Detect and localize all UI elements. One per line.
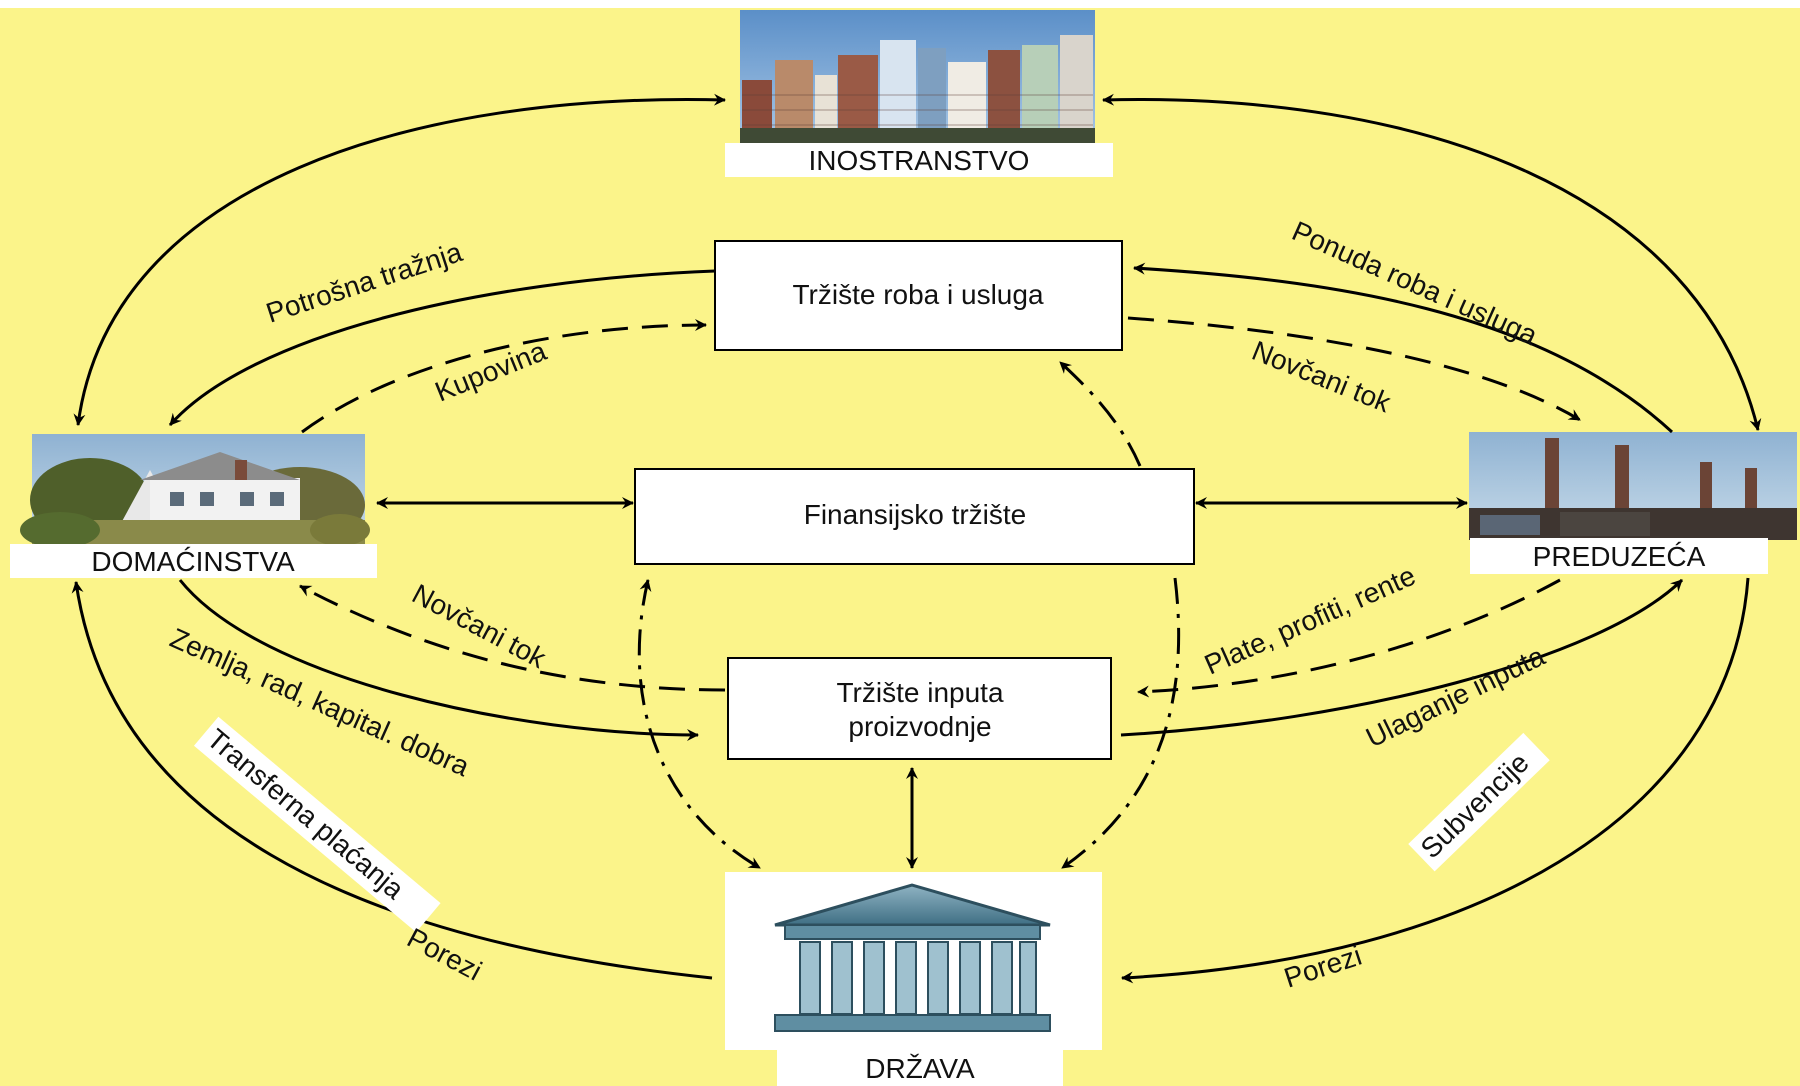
goods-market-label: Tržište roba i usluga [792,279,1043,310]
state-label: DRŽAVA [865,1053,975,1084]
state-label-box [777,1050,1063,1086]
input-market-label-1: Tržište inputa [836,677,1003,708]
arrow-financial-state-left [637,579,761,870]
financial-flow-arrows [637,360,1181,870]
arrow-input-investment [1120,578,1684,737]
arrow-firms-state [1121,577,1750,984]
arrow-foreign-households [73,93,726,426]
arrow-consumer-demand [168,269,716,426]
firms-label: PREDUZEĆA [1533,541,1706,572]
foreign-label-box [725,143,1113,177]
households-label-box [10,544,377,578]
arrow-wages-profits [1137,578,1561,698]
arrow-financial-goods [1058,360,1142,467]
households-label: DOMAĆINSTVA [91,546,295,577]
arrow-state-households [71,581,713,980]
house-icon [20,434,370,548]
arrow-purchase [301,319,707,434]
arrow-financial-state-right [1061,577,1181,870]
goods-market-box [714,240,1123,351]
government-building-icon [725,872,1102,1050]
money-flow-arrows [299,316,1581,698]
factory-icon [1469,432,1797,540]
arrow-foreign-firms [1102,93,1762,431]
input-market-label-2: proizvodnje [848,711,991,742]
arrow-factors [178,579,699,741]
firms-label-box [1470,538,1768,574]
city-buildings-icon [740,10,1095,145]
financial-market-label: Finansijsko tržište [804,499,1027,530]
flow-arrows [71,93,1762,984]
arrow-money-flow-firms [1127,316,1581,422]
financial-market-box [634,468,1195,565]
input-market-box [727,657,1112,760]
arrow-money-flow-households [299,584,726,692]
arrow-goods-supply [1133,262,1674,434]
foreign-label: INOSTRANSTVO [809,145,1030,176]
